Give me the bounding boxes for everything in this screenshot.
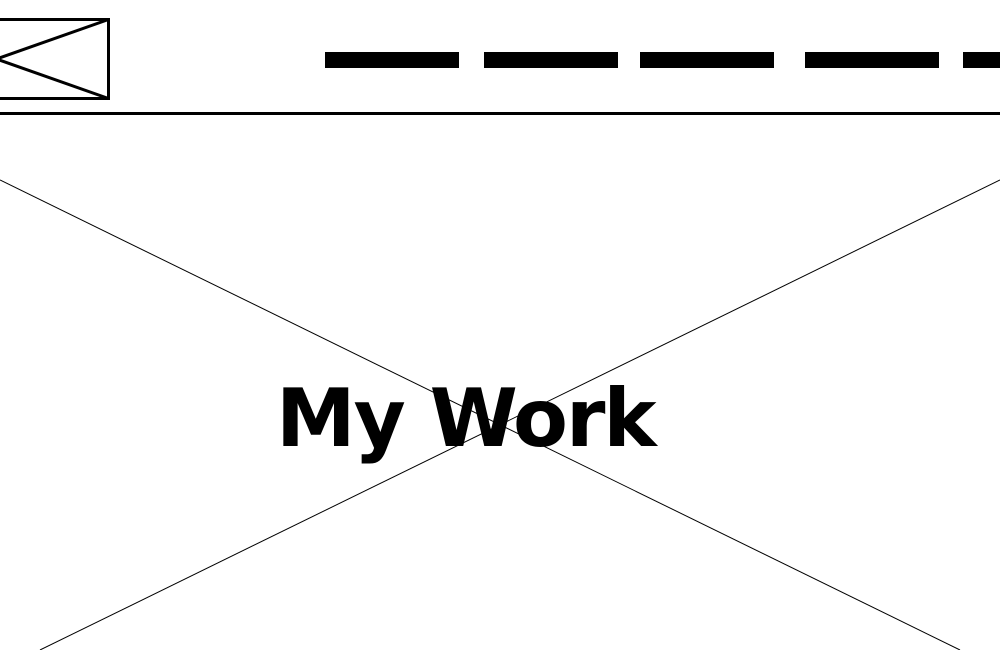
hero-section: [0, 115, 1000, 650]
hero-image-placeholder-icon: [0, 179, 1000, 650]
nav-item-5[interactable]: [963, 52, 1000, 68]
site-header: [0, 0, 1000, 115]
hero-title: My Work: [276, 372, 657, 465]
nav-item-3[interactable]: [640, 52, 774, 68]
nav-item-2[interactable]: [484, 52, 618, 68]
nav-item-1[interactable]: [325, 52, 459, 68]
logo-placeholder-icon[interactable]: [0, 18, 110, 100]
nav-item-4[interactable]: [805, 52, 939, 68]
main-nav: [325, 52, 1000, 68]
